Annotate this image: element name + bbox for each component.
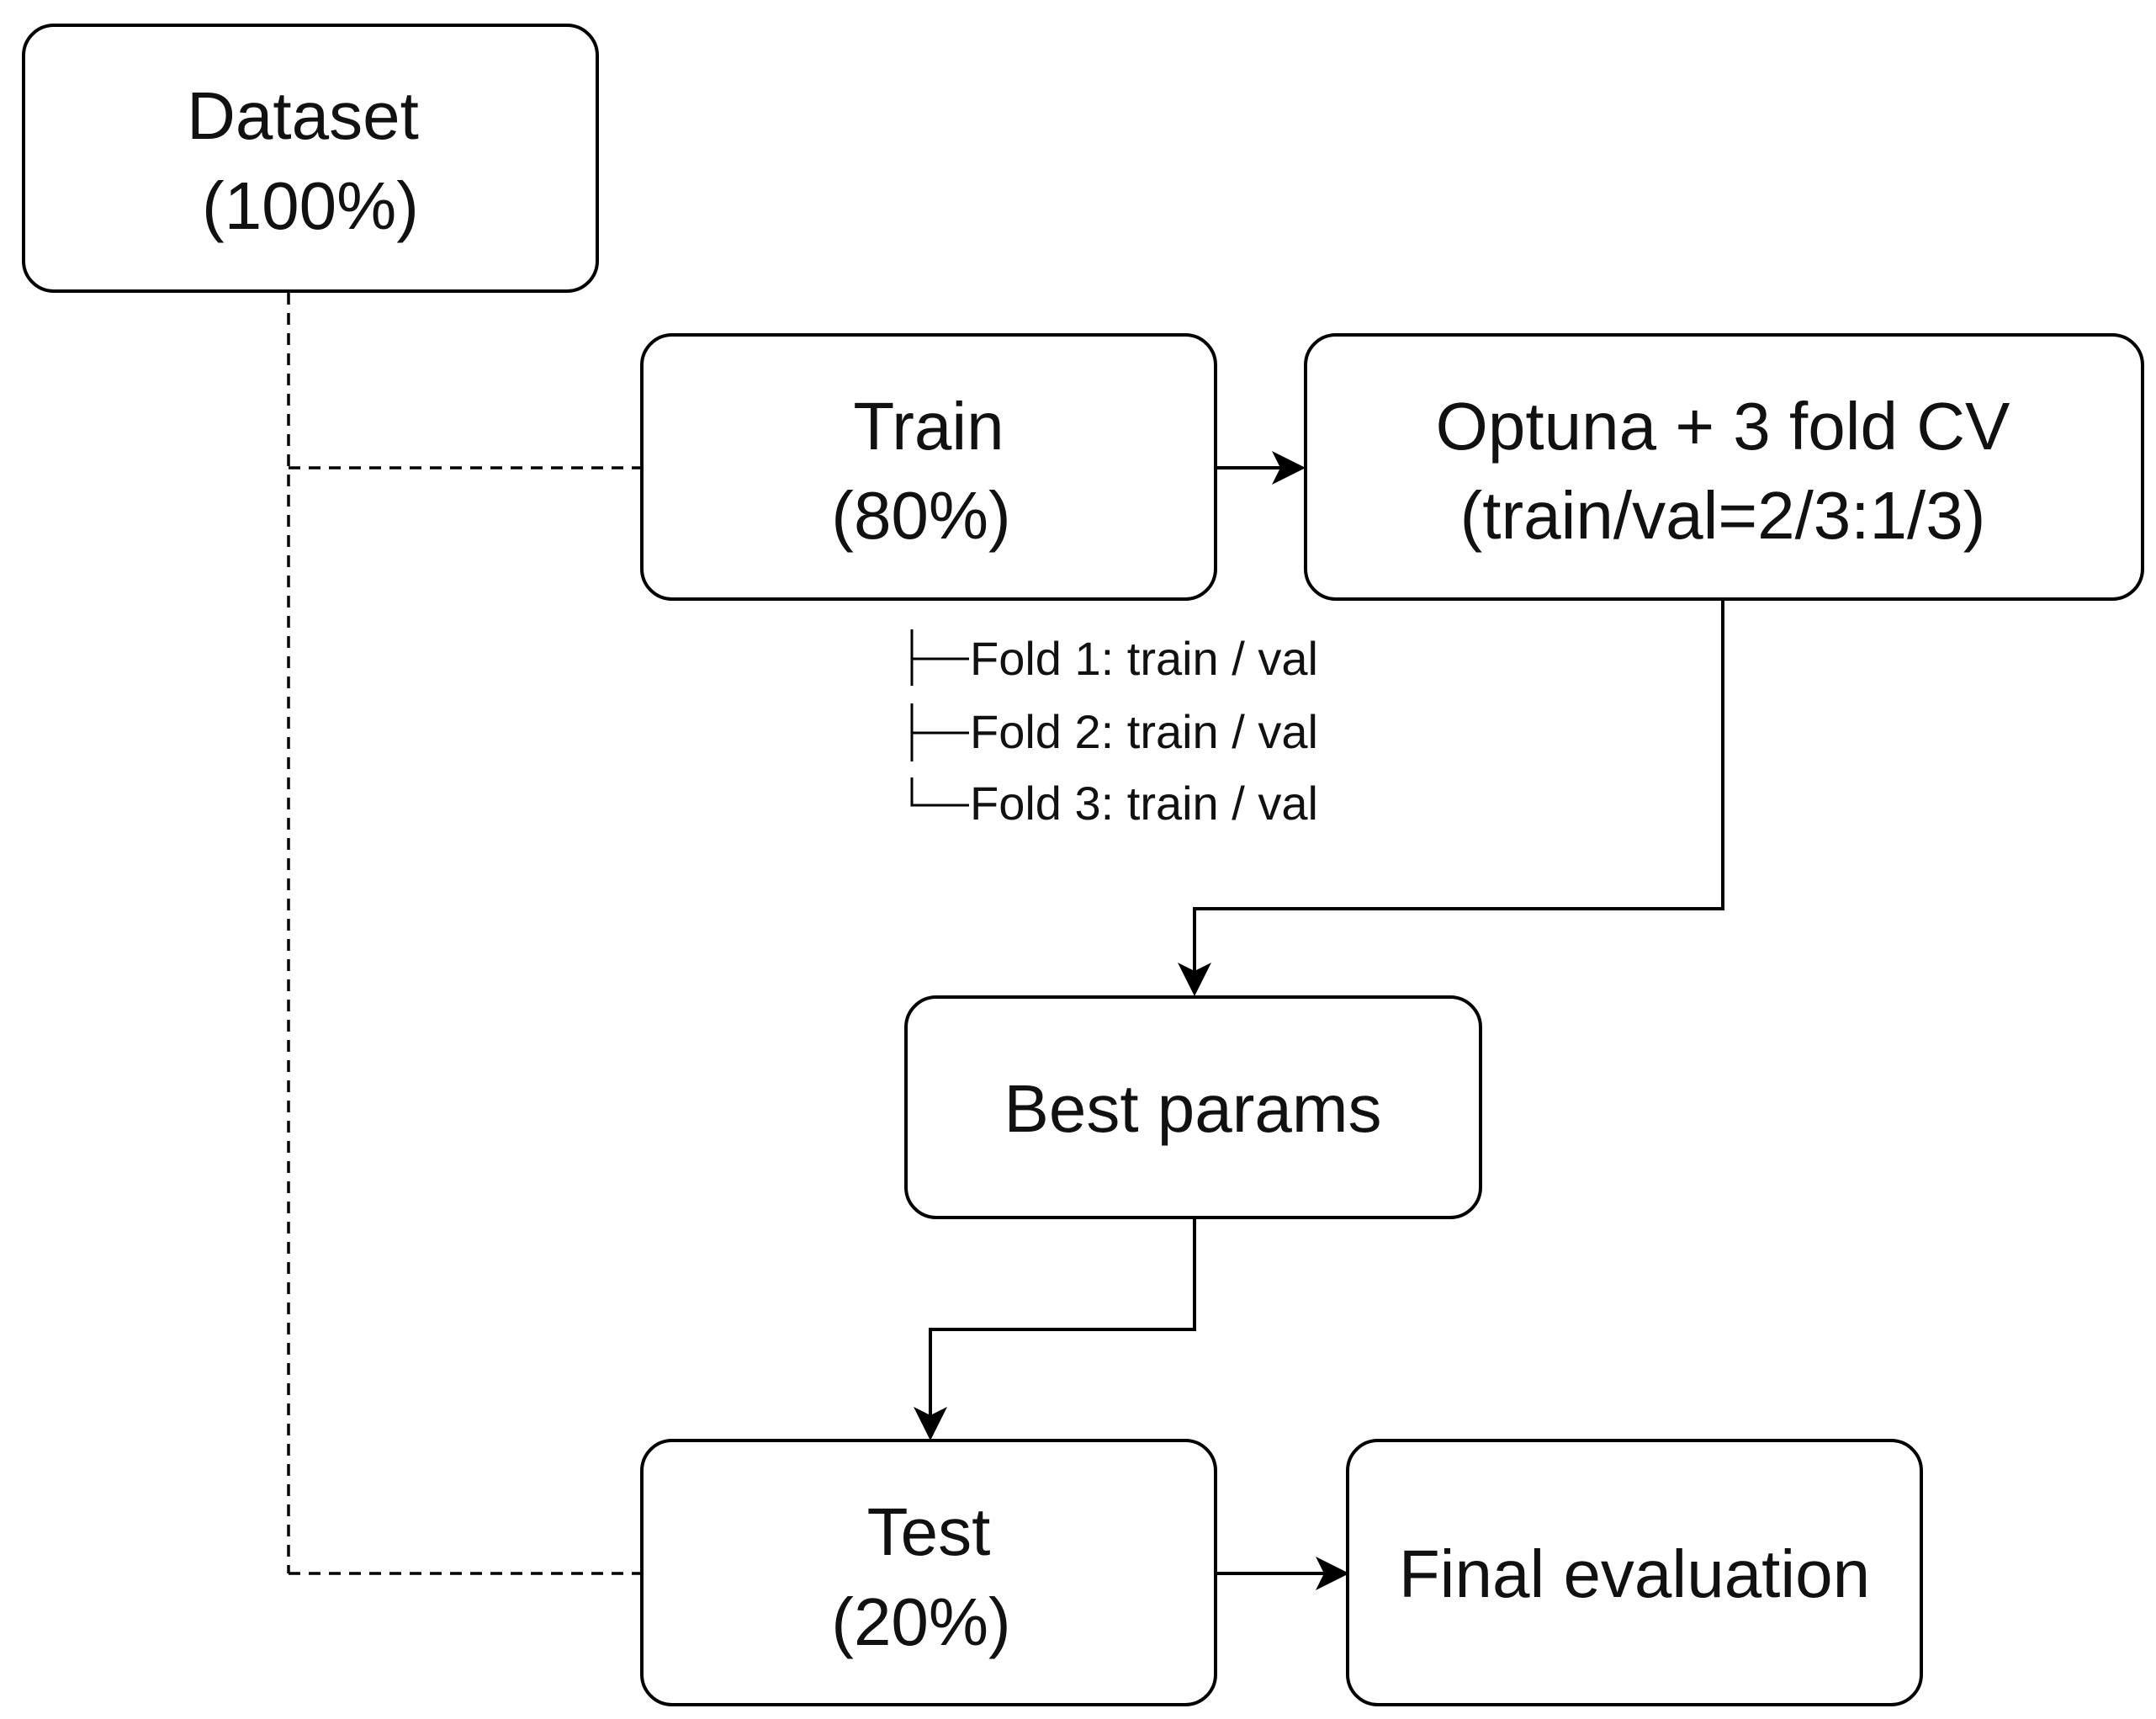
train-node: Train (80%) (640, 333, 1217, 601)
train-percentage: (80%) (831, 478, 1010, 553)
fold-list: Fold 1: train / val Fold 2: train / val … (910, 629, 1318, 830)
optuna-cv-label: Optuna + 3 fold CV (1436, 389, 2010, 464)
fold-tree-lines (910, 629, 969, 807)
test-node: Test (20%) (640, 1439, 1217, 1706)
test-percentage: (20%) (831, 1584, 1010, 1659)
dataset-percentage: (100%) (202, 168, 419, 243)
fold-item: Fold 2: train / val (970, 705, 1318, 758)
optuna-to-best-params-arrow (1178, 600, 1724, 996)
optuna-cv-split: (train/val=2/3:1/3) (1460, 478, 1986, 553)
best-params-label: Best params (1004, 1071, 1381, 1146)
best-params-to-test-arrow (914, 1218, 1196, 1440)
dataset-node: Dataset (100%) (22, 24, 599, 293)
dataset-label: Dataset (187, 78, 419, 153)
best-params-node: Best params (904, 995, 1482, 1219)
dataset-to-train-connector (287, 293, 642, 1575)
fold-item: Fold 1: train / val (970, 632, 1318, 685)
fold-item: Fold 3: train / val (970, 777, 1318, 830)
final-evaluation-label: Final evaluation (1399, 1536, 1870, 1611)
optuna-cv-node: Optuna + 3 fold CV (train/val=2/3:1/3) (1304, 333, 2144, 601)
train-label: Train (853, 389, 1004, 464)
test-label: Test (867, 1494, 991, 1569)
final-evaluation-node: Final evaluation (1346, 1439, 1923, 1706)
